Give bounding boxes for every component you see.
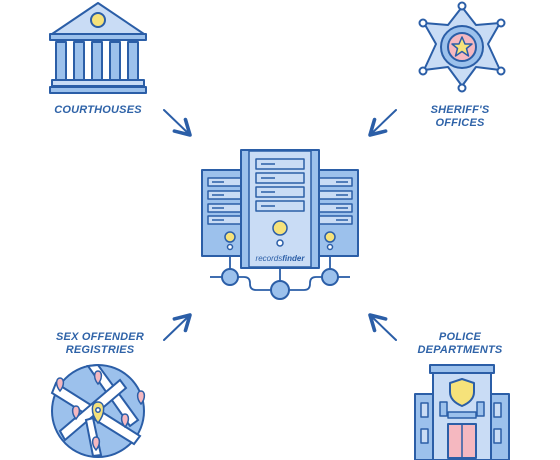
sheriffs-offices-label-line1: SHERIFF'S — [430, 104, 490, 116]
arrow-up-right-icon — [163, 313, 192, 341]
courthouses-label: COURTHOUSES — [38, 104, 158, 117]
network-node — [321, 268, 339, 286]
courthouse-icon — [49, 2, 147, 94]
sheriffs-offices-label-line2: OFFICES — [435, 117, 485, 129]
arrow-up-left-icon — [368, 313, 397, 341]
arrow-down-right-icon — [163, 109, 192, 137]
police-building-icon — [414, 364, 510, 460]
police-departments-label: POLICE DEPARTMENTS — [400, 331, 520, 357]
sex-offender-registries-label-line2: REGISTRIES — [65, 344, 135, 356]
brand-wordmark: recordsfinder — [256, 254, 306, 263]
network-connectors — [210, 256, 350, 291]
courthouses-label-text: COURTHOUSES — [54, 104, 142, 116]
network-node — [221, 268, 239, 286]
police-departments-label-line2: DEPARTMENTS — [417, 344, 503, 356]
sex-offender-registries-label: SEX OFFENDER REGISTRIES — [30, 331, 170, 357]
arrow-down-left-icon — [368, 109, 397, 137]
sheriff-badge-icon — [418, 1, 506, 93]
server-stack-icon — [201, 149, 359, 300]
sheriffs-offices-label: SHERIFF'S OFFICES — [400, 104, 520, 130]
police-departments-label-line1: POLICE — [438, 331, 482, 343]
map-pins-icon — [50, 363, 146, 458]
sex-offender-registries-label-line1: SEX OFFENDER — [56, 331, 144, 343]
network-node — [270, 280, 290, 300]
